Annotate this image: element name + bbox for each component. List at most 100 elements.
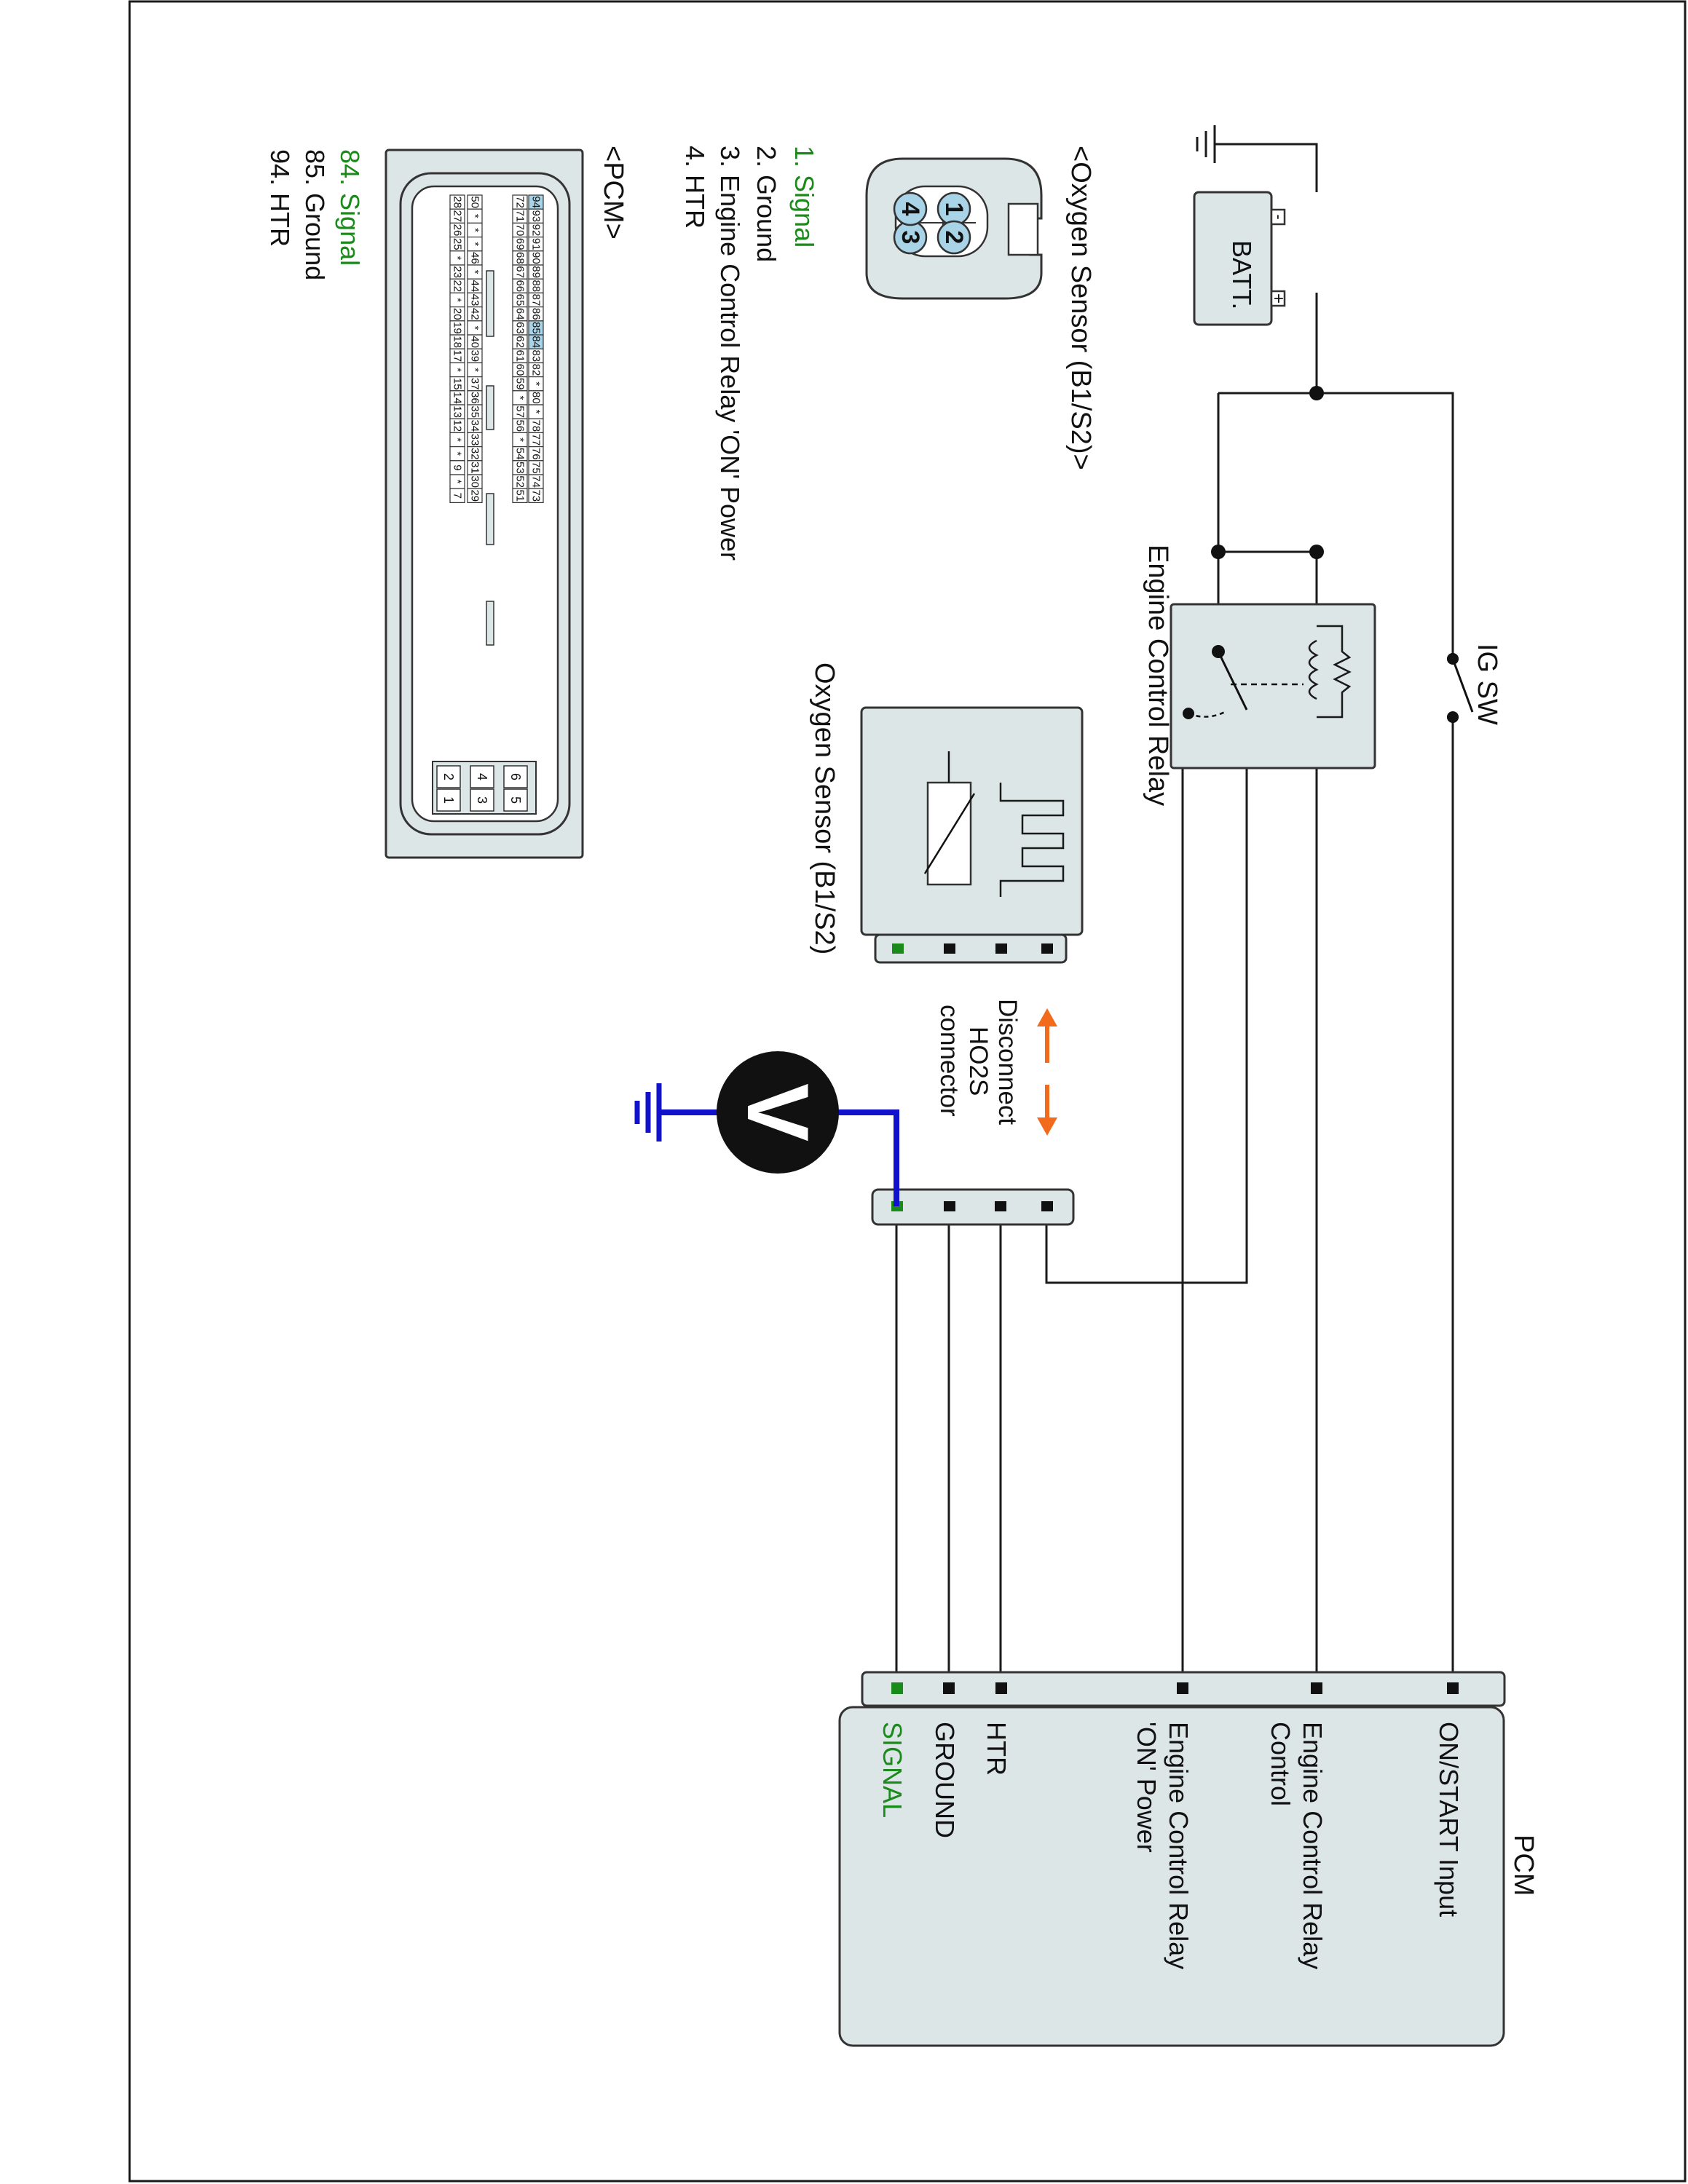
pcm-pin-number: * <box>469 270 481 274</box>
pcm-pin-number: * <box>469 368 481 372</box>
sensor-pin-number: 3 <box>896 231 924 245</box>
pcm-pin-cell <box>467 488 483 504</box>
pcm-legend-item: 85. Ground <box>300 149 330 280</box>
pcm-title: PCM <box>1508 1835 1539 1896</box>
oxygen-sensor: Oxygen Sensor (B1/S2) <box>809 662 1084 964</box>
pcm-small-pin-number: 3 <box>475 796 489 804</box>
pcm-pin-number: 14 <box>451 392 464 404</box>
pcm-pin-number: 18 <box>451 336 464 348</box>
voltmeter: V <box>634 1051 899 1206</box>
engine-control-relay: Engine Control Relay <box>1143 545 1376 806</box>
sensor-pin <box>936 220 971 255</box>
pcm-pin-number: 19 <box>451 322 464 334</box>
pcm-pin-number: 64 <box>514 308 526 320</box>
pcm-legend-item: 84. Signal <box>335 149 365 266</box>
pcm-pin-number: 52 <box>514 475 526 488</box>
pcm-pin-cell <box>528 488 544 504</box>
oxygen-sensor-label: Oxygen Sensor (B1/S2) <box>809 662 840 954</box>
pcm-pin-number: 70 <box>514 224 526 237</box>
pcm-pin-number: 76 <box>530 448 543 460</box>
pcm-pin-number: 88 <box>530 280 543 292</box>
pcm-small-pin-cell <box>436 788 461 812</box>
pcm-pin-number: 17 <box>451 349 464 362</box>
battery: - + BATT. <box>1193 191 1288 326</box>
pcm-pin-number: 91 <box>530 238 543 250</box>
chassis-ground-icon <box>1196 125 1216 163</box>
pcm-small-pin-cell <box>470 788 494 812</box>
pcm-small-pin-cell <box>470 765 494 788</box>
pcm-pin-number: 87 <box>530 294 543 306</box>
sensor-pin-face: 1 2 3 4 <box>893 191 976 255</box>
pcm-pin-number: 15 <box>451 378 464 390</box>
pcm-pin-number: 32 <box>469 448 481 460</box>
disconnect-note-line-3: connector <box>935 1005 963 1117</box>
pcm-pin-number: 67 <box>514 266 526 278</box>
pcm-pin-number: 85 <box>530 322 543 334</box>
voltmeter-symbol: V <box>729 1083 827 1142</box>
pcm-pin-number: 93 <box>530 210 543 222</box>
pcm-pin-number: 59 <box>514 378 526 390</box>
pcm-pin-number: 13 <box>451 405 464 418</box>
pcm-pin-number: 89 <box>530 266 543 278</box>
pcm-pin-number: 20 <box>451 308 464 320</box>
harness-connector <box>871 1188 1075 1226</box>
pcm-pin-number: * <box>451 480 464 484</box>
pcm-pin-number: 78 <box>530 419 543 432</box>
battery-plus-sign: + <box>1269 293 1288 304</box>
pcm-pin-number: 29 <box>469 489 481 502</box>
pcm-pin-number: 53 <box>514 462 526 474</box>
sensor-connector-title: <Oxygen Sensor (B1/S2)> <box>1065 146 1096 470</box>
pcm-pin-number: 34 <box>469 419 481 432</box>
pcm-pin-number: 23 <box>451 266 464 278</box>
battery-label: BATT. <box>1227 240 1257 309</box>
pcm-pin-number: 82 <box>530 364 543 376</box>
sensor-pin-number: 1 <box>940 202 968 216</box>
pcm-pin-number: 69 <box>514 238 526 250</box>
pcm-terminal-label: ON/START Input <box>1434 1722 1464 1917</box>
pcm-pin-number: 60 <box>514 364 526 376</box>
pcm-pin-number: 28 <box>451 196 464 208</box>
pcm-pin-number: 73 <box>530 489 543 502</box>
pcm-pin-number: 37 <box>469 378 481 390</box>
pcm-pin-number: * <box>451 438 464 442</box>
sensor-pin-number: 2 <box>940 231 968 245</box>
pcm-pin-number: 43 <box>469 294 481 306</box>
pcm-pin-number: 77 <box>530 434 543 446</box>
pcm-pin-number: * <box>469 242 481 246</box>
pcm-pin-number: 40 <box>469 336 481 348</box>
pcm-pin-number: 46 <box>469 252 481 264</box>
pcm-pin-number: 9 <box>451 464 464 470</box>
sensor-pin <box>893 191 928 226</box>
pcm-pin-number: * <box>451 451 464 456</box>
pcm-pin-number: 25 <box>451 238 464 250</box>
pcm-pin-number: * <box>514 395 526 400</box>
pcm-pin-number: 71 <box>514 210 526 222</box>
pcm-pin-number: * <box>469 325 481 330</box>
pcm-pin-number: 84 <box>530 336 543 348</box>
pcm-terminal-label: HTR <box>982 1722 1011 1776</box>
pcm-small-pin-cell <box>503 788 528 812</box>
pcm-pin-number: 80 <box>530 392 543 404</box>
ig-switch-label: IG SW <box>1472 644 1502 725</box>
pcm-pin-number: * <box>530 381 543 386</box>
pcm-small-pin-cell <box>436 765 461 788</box>
pcm-pin-number: 83 <box>530 349 543 362</box>
pcm-pin-number: 26 <box>451 224 464 237</box>
sensor-pin-number: 4 <box>896 202 924 216</box>
pcm-pin-number: 7 <box>451 493 464 499</box>
pcm-terminal-label: Engine Control Relay <box>1164 1722 1194 1969</box>
pcm-pin-number: * <box>451 368 464 372</box>
pcm-pin-number: 33 <box>469 434 481 446</box>
pcm-pin-number: * <box>469 214 481 218</box>
pcm-pin-number: 12 <box>451 419 464 432</box>
pcm-terminal-label: GROUND <box>930 1722 960 1838</box>
sensor-legend-item: 4. HTR <box>680 146 710 229</box>
pcm-pin-number: * <box>514 438 526 442</box>
pcm-pin-number: 51 <box>514 489 526 502</box>
pcm-pin-number: 74 <box>530 475 543 488</box>
